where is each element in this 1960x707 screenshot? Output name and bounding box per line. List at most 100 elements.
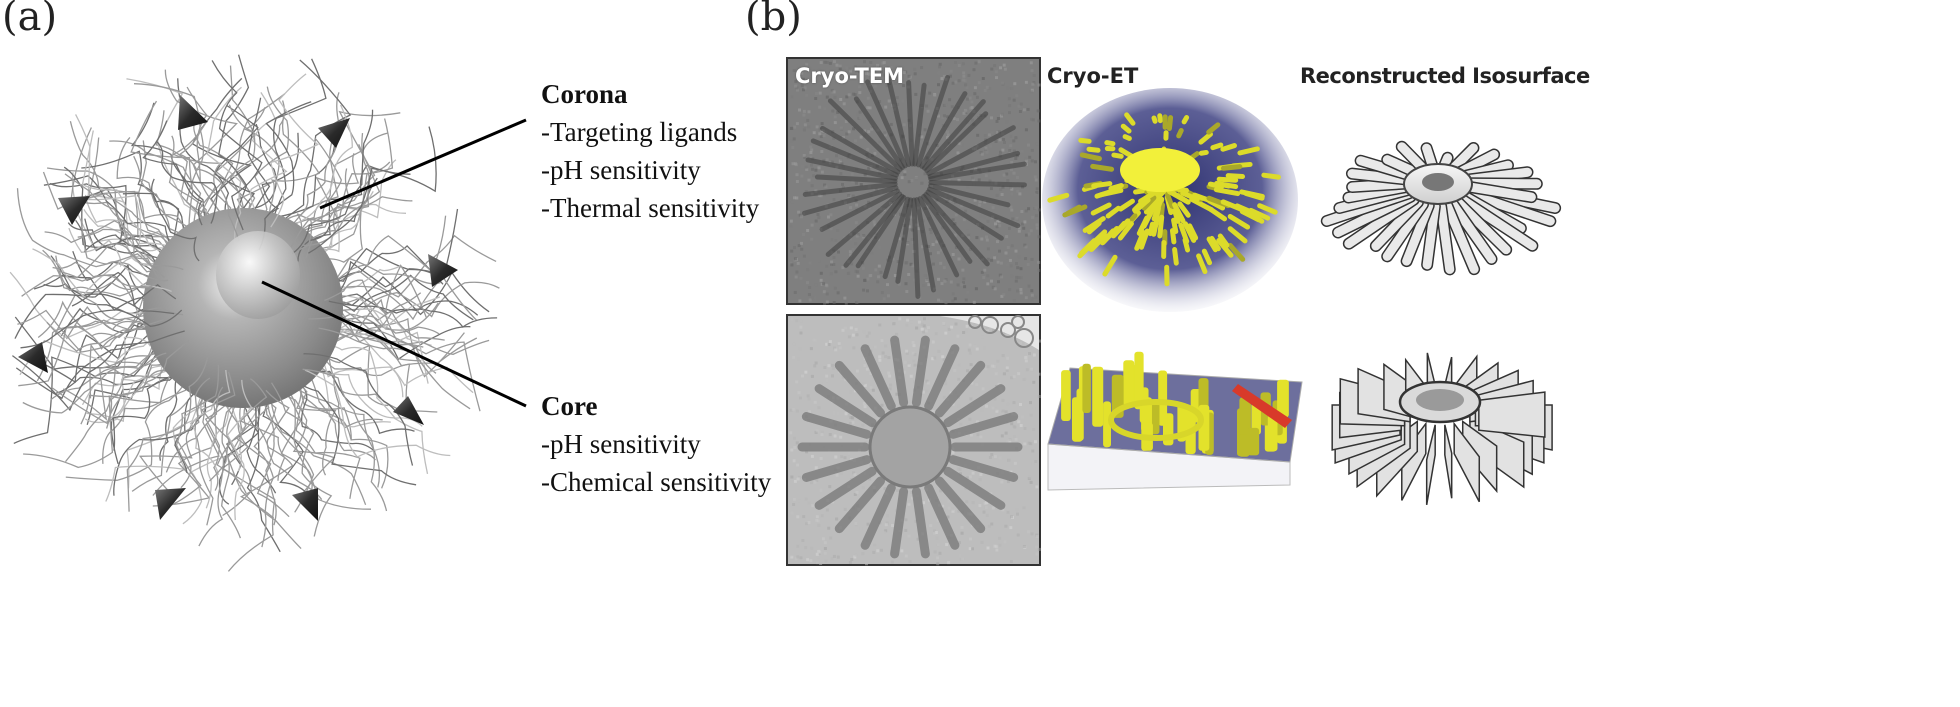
polymer-chain	[200, 371, 236, 482]
polymer-chain	[138, 391, 205, 500]
corona-leader-line	[319, 118, 527, 210]
corona-item: -Targeting ligands	[541, 117, 738, 147]
polymer-chain	[213, 104, 259, 216]
isosurface-render-bottom	[1331, 352, 1553, 505]
polymer-chain	[81, 130, 180, 255]
polymer-chain	[327, 293, 479, 316]
core-label-block: Core -pH sensitivity -Chemical sensitivi…	[541, 387, 771, 501]
polymer-chain	[291, 109, 374, 255]
polymer-chain	[324, 264, 428, 319]
polymer-chain	[142, 120, 203, 226]
polymer-chain	[273, 59, 352, 229]
polymer-chain	[23, 366, 175, 469]
polymer-chain	[302, 368, 388, 512]
polymer-chain	[270, 73, 319, 228]
cryo-et-header: Cryo-ET	[1047, 64, 1139, 88]
core-highlight	[216, 231, 300, 319]
polymer-chain	[218, 54, 250, 219]
polymer-chain	[51, 339, 190, 425]
polymer-chain	[316, 365, 429, 475]
polymer-chain	[75, 114, 177, 251]
polymer-chain	[74, 307, 184, 351]
cryo-tem-image-top	[786, 57, 1041, 305]
polymer-chain	[227, 393, 302, 550]
polymer-chain	[112, 366, 189, 451]
isosurface-header: Reconstructed Isosurface	[1300, 64, 1590, 88]
polymer-chain	[269, 110, 321, 231]
polymer-chain	[216, 397, 276, 572]
core-item: -pH sensitivity	[541, 429, 701, 459]
corona-item: -pH sensitivity	[541, 155, 701, 185]
polymer-chain	[12, 330, 185, 412]
polymer-chain	[275, 374, 372, 510]
polymer-chain	[219, 104, 256, 242]
polymer-chain	[292, 132, 388, 239]
corona-title: Corona	[541, 79, 628, 109]
ligand-cone	[393, 396, 424, 425]
polymer-chain	[196, 386, 224, 526]
polymer-chain	[64, 173, 184, 271]
polymer-chain	[17, 309, 165, 353]
polymer-chain	[315, 203, 407, 260]
polymer-chain	[235, 382, 290, 518]
polymer-chain	[156, 141, 218, 224]
polymer-chain	[308, 126, 437, 254]
polymer-chain	[81, 150, 190, 245]
polymer-chain	[249, 92, 288, 215]
polymer-chain	[303, 353, 414, 466]
corona-polymer-chains-front	[12, 60, 498, 537]
targeting-ligand-cones	[18, 95, 458, 521]
polymer-chain	[221, 382, 242, 539]
polymer-chain	[262, 390, 311, 498]
polymer-chain	[319, 313, 465, 378]
micelle-illustration	[9, 54, 527, 572]
polymer-chain	[297, 133, 371, 247]
polymer-chain	[168, 135, 207, 233]
polymer-chain	[173, 377, 211, 489]
polymer-chain	[323, 274, 474, 321]
polymer-chain	[63, 353, 163, 421]
ligand-cone	[428, 254, 458, 287]
polymer-chain	[315, 342, 423, 427]
ligand-cone	[58, 196, 90, 225]
polymer-chain	[270, 382, 333, 537]
polymer-chain	[296, 110, 401, 235]
polymer-chain	[226, 379, 253, 521]
polymer-chain	[290, 118, 394, 248]
polymer-chain	[18, 317, 158, 387]
ligand-cone	[292, 488, 318, 521]
polymer-chain	[258, 101, 312, 250]
polymer-chain	[52, 261, 158, 289]
ligand-cone	[18, 342, 48, 373]
polymer-chain	[126, 357, 209, 512]
polymer-chain	[317, 271, 490, 316]
panel-a-label: (a)	[2, 0, 58, 40]
polymer-chain	[42, 171, 176, 260]
polymer-chain	[22, 352, 167, 414]
polymer-chain	[286, 371, 417, 486]
ligand-cone	[155, 488, 186, 520]
polymer-chain	[328, 300, 498, 328]
polymer-chain	[198, 397, 225, 547]
polymer-chain	[251, 86, 290, 238]
polymer-chain	[280, 374, 361, 499]
polymer-chain	[54, 293, 162, 335]
cryo-et-render-bottom	[1047, 351, 1303, 491]
ligand-cone	[178, 95, 208, 130]
polymer-chain	[328, 234, 497, 298]
polymer-chain	[57, 243, 161, 282]
polymer-chain	[318, 196, 413, 263]
ligand-cone	[318, 118, 350, 148]
polymer-chain	[319, 328, 429, 384]
cryo-tem-image-bottom	[786, 314, 1041, 566]
polymer-chain	[14, 316, 166, 370]
polymer-chain	[136, 140, 187, 236]
core-title: Core	[541, 391, 598, 421]
polymer-chain	[77, 228, 169, 273]
polymer-chain	[182, 400, 242, 525]
polymer-chain	[68, 227, 164, 272]
polymer-chain	[272, 58, 327, 220]
polymer-chain	[308, 159, 397, 254]
polymer-chain	[222, 390, 252, 517]
polymer-chain	[14, 293, 175, 339]
